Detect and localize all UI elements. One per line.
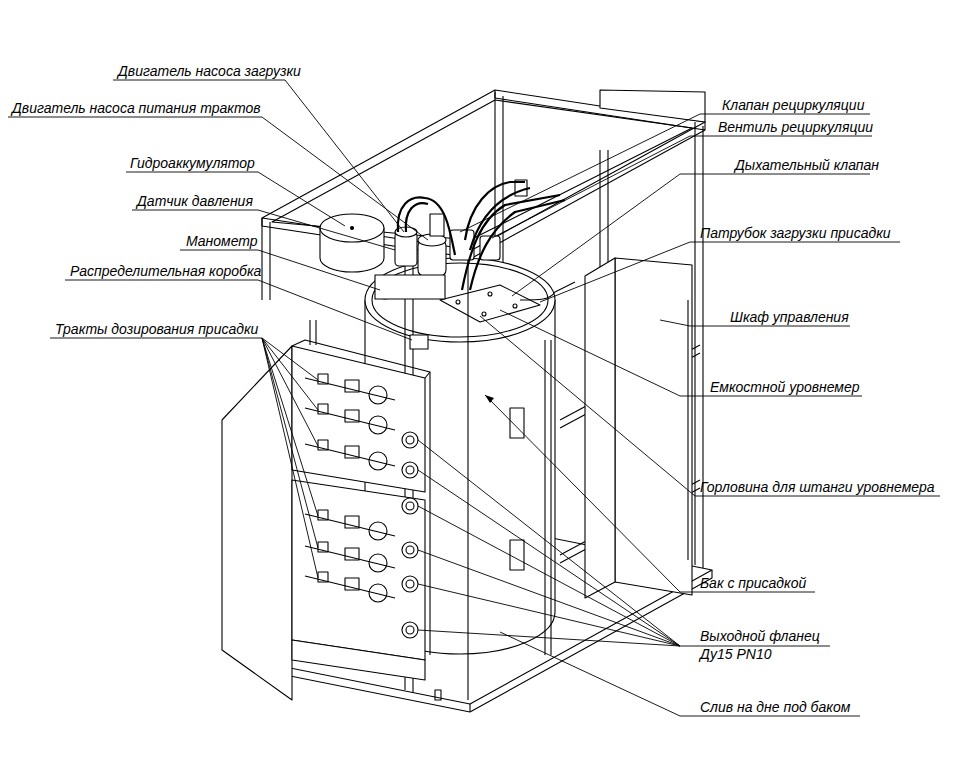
leader-lines [8, 80, 940, 716]
callout-label: Горловина для штанги уровнемера [700, 478, 935, 496]
callout-label: Гидроаккумулятор [130, 154, 255, 172]
side-pipe [310, 320, 441, 700]
callout-label: Вентиль рециркуляции [718, 118, 873, 136]
output-flanges [402, 432, 418, 638]
callout-label: Тракты дозирования присадки [55, 320, 258, 338]
callout-label: Клапан рециркуляции [722, 96, 864, 114]
callout-label: Распределительная коробка [70, 262, 261, 280]
dosing-cabinets [222, 340, 430, 700]
callout-label: Манометр [186, 232, 258, 250]
front-posts [262, 218, 468, 700]
control-cabinet [585, 258, 692, 598]
callout-label: Шкаф управления [730, 308, 849, 326]
leader-arrowheads [485, 395, 494, 403]
callout-label: Дыхательный клапан [735, 156, 879, 174]
callout-label: Датчик давления [137, 192, 253, 210]
dosing-tracts [305, 374, 395, 602]
callout-label: Двигатель насоса питания трактов [12, 99, 261, 117]
callout-label: Патрубок загрузки присадки [700, 224, 891, 242]
callout-label: Емкостной уровнемер [710, 378, 860, 396]
callout-label: Выходной фланец Ду15 PN10 [700, 627, 830, 663]
callout-label: Двигатель насоса загрузки [118, 62, 301, 80]
callout-label: Слив на дне под баком [700, 698, 850, 716]
callout-label: Бак с присадкой [700, 574, 806, 592]
